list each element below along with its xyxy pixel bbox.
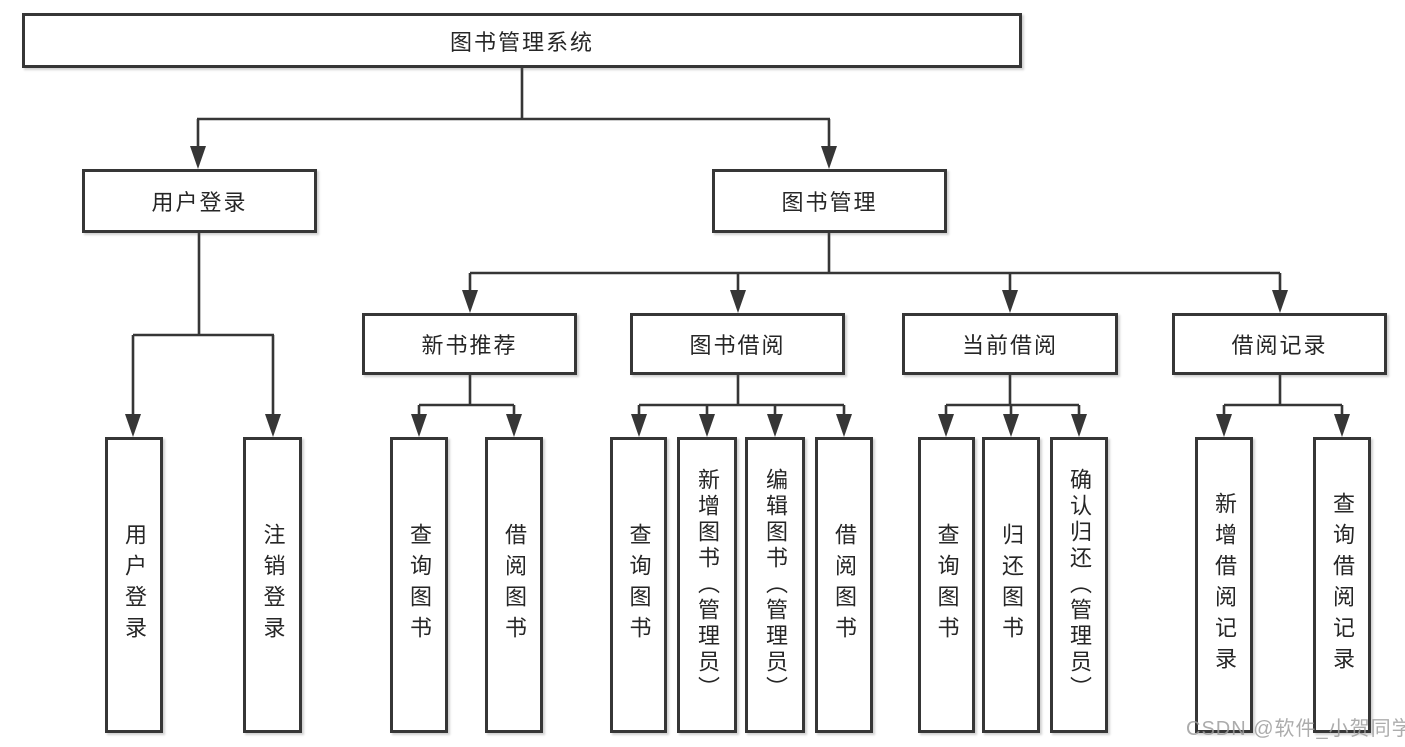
node-user-login-label: 用户登录 — [151, 190, 248, 215]
leaf-logout: 注销登录 — [243, 437, 302, 733]
node-book-borrow-label: 图书借阅 — [689, 333, 786, 358]
leaf-query-books-current: 查询图书 — [918, 437, 975, 733]
leaf-edit-book-admin-label: 编辑图书（管理员） — [763, 468, 788, 702]
leaf-query-books-current-label: 查询图书 — [934, 523, 960, 647]
node-new-book-recommend: 新书推荐 — [362, 313, 577, 375]
node-borrow-records: 借阅记录 — [1172, 313, 1387, 375]
leaf-return-book: 归还图书 — [982, 437, 1040, 733]
node-current-borrow: 当前借阅 — [902, 313, 1118, 375]
leaf-borrow-books-recommend: 借阅图书 — [485, 437, 543, 733]
leaf-edit-book-admin: 编辑图书（管理员） — [745, 437, 805, 733]
leaf-add-book-admin: 新增图书（管理员） — [677, 437, 737, 733]
leaf-query-books-borrow-label: 查询图书 — [626, 523, 652, 647]
leaf-return-book-label: 归还图书 — [999, 523, 1024, 647]
node-book-borrow: 图书借阅 — [630, 313, 845, 375]
leaf-add-book-admin-label: 新增图书（管理员） — [695, 468, 720, 702]
leaf-add-borrow-record-label: 新增借阅记录 — [1212, 492, 1237, 678]
leaf-confirm-return-admin: 确认归还（管理员） — [1050, 437, 1108, 733]
leaf-borrow-books-borrow: 借阅图书 — [815, 437, 873, 733]
node-root-label: 图书管理系统 — [449, 29, 594, 55]
leaf-borrow-books-borrow-label: 借阅图书 — [832, 523, 857, 647]
node-current-borrow-label: 当前借阅 — [961, 333, 1058, 358]
node-root: 图书管理系统 — [22, 13, 1022, 68]
leaf-user-login: 用户登录 — [105, 437, 163, 733]
leaf-query-books-borrow: 查询图书 — [610, 437, 667, 733]
leaf-query-books-recommend-label: 查询图书 — [407, 523, 432, 647]
node-user-login: 用户登录 — [82, 169, 317, 233]
leaf-query-books-recommend: 查询图书 — [390, 437, 448, 733]
leaf-logout-label: 注销登录 — [260, 523, 286, 647]
node-book-management-label: 图书管理 — [781, 190, 878, 215]
node-borrow-records-label: 借阅记录 — [1231, 333, 1328, 358]
arrow-down-icons — [125, 146, 1350, 437]
leaf-add-borrow-record: 新增借阅记录 — [1195, 437, 1253, 733]
node-book-management: 图书管理 — [712, 169, 947, 233]
leaf-query-borrow-record-label: 查询借阅记录 — [1330, 492, 1355, 678]
node-new-book-recommend-label: 新书推荐 — [421, 333, 518, 358]
connector-edges — [131, 68, 1344, 418]
leaf-confirm-return-admin-label: 确认归还（管理员） — [1067, 468, 1092, 702]
leaf-borrow-books-recommend-label: 借阅图书 — [502, 523, 527, 647]
leaf-user-login-label: 用户登录 — [122, 523, 147, 647]
leaf-query-borrow-record: 查询借阅记录 — [1313, 437, 1371, 733]
watermark: CSDN @软件_小贺同学 — [1186, 718, 1405, 740]
